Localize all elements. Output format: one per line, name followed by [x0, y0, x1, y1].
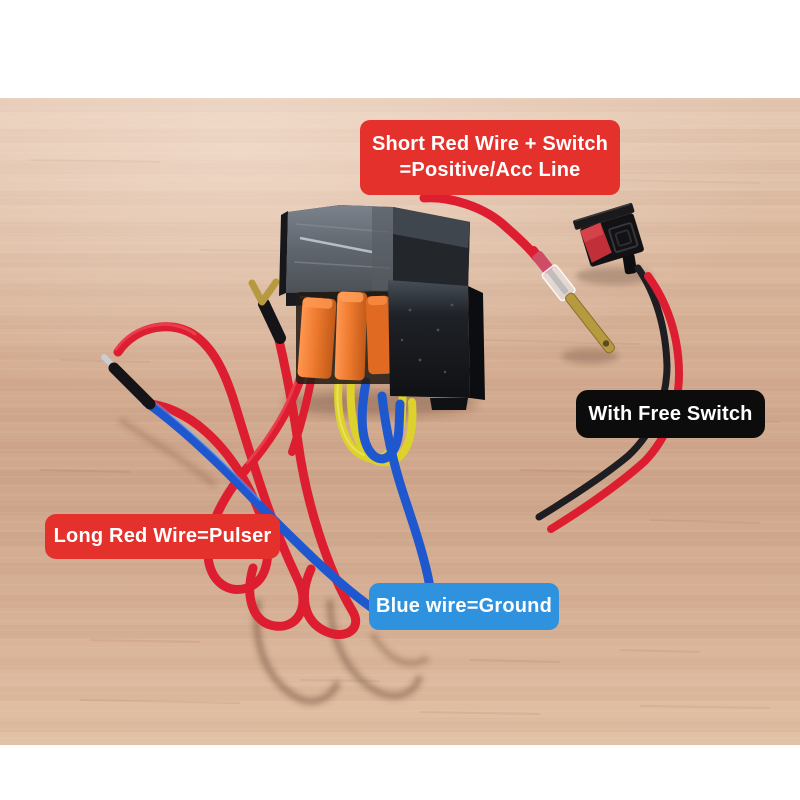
- orange-connectors: [297, 291, 393, 381]
- pin-terminal: [101, 354, 156, 410]
- label-long-red-wire-pulser: Long Red Wire=Pulser: [45, 514, 280, 559]
- long-red-wire: [113, 322, 361, 639]
- label-positive-acc-line-1: Short Red Wire + Switch: [371, 133, 609, 155]
- label-positive-acc-line-2: =Positive/Acc Line: [399, 159, 581, 181]
- relay-cube: [388, 280, 485, 410]
- duct-tape: [286, 205, 393, 293]
- label-with-free-switch: With Free Switch: [576, 390, 765, 438]
- inline-connector: [528, 245, 616, 354]
- label-blue-wire-ground: Blue wire=Ground: [369, 583, 559, 630]
- blue-wire-sheen: [148, 397, 262, 502]
- wood-grain-marks: [29, 159, 781, 715]
- rocker-switch: [573, 203, 644, 275]
- relay-module: [279, 205, 485, 410]
- label-positive-acc-line: Short Red Wire + Switch =Positive/Acc Li…: [360, 120, 620, 195]
- fork-terminal: [248, 278, 286, 344]
- terminal-hole: [602, 340, 610, 347]
